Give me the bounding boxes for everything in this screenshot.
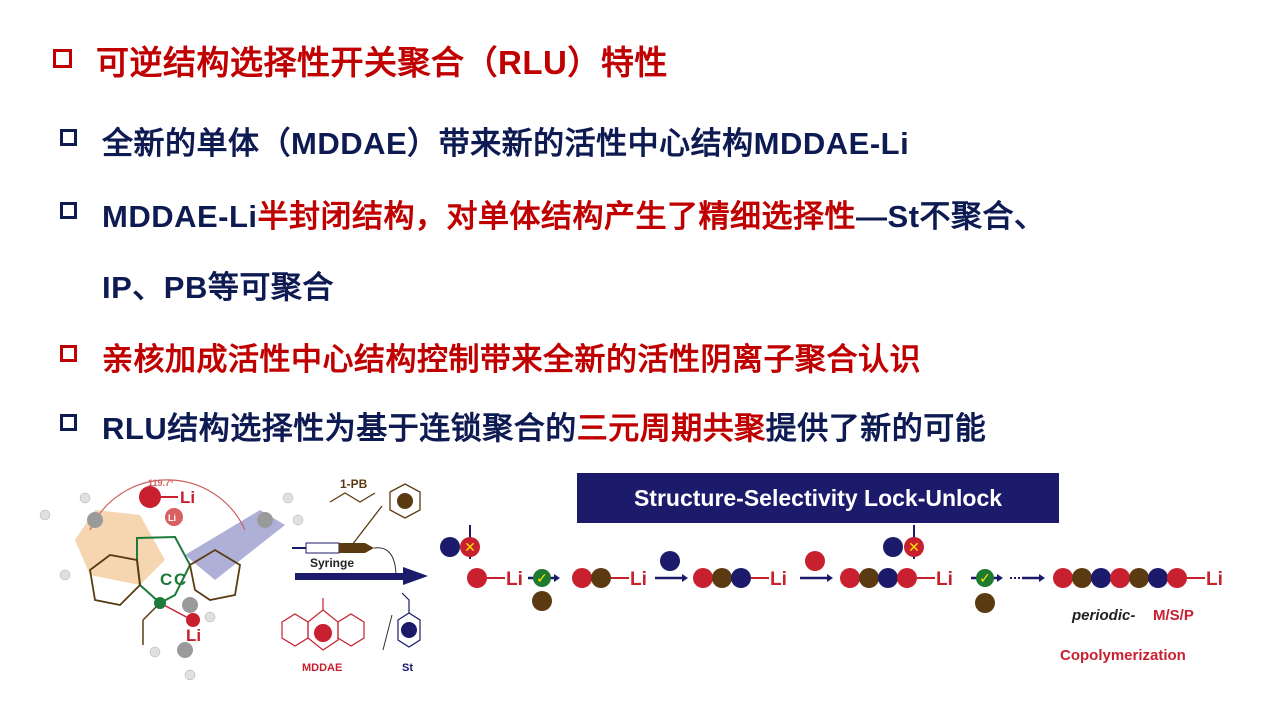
li-label: Li <box>186 626 201 645</box>
bullet-text-highlight: 三元周期共聚 <box>576 411 766 446</box>
li-label: Li <box>770 569 787 590</box>
bullet-text: —St不聚合、 <box>856 199 1046 234</box>
monomer-bead-red <box>897 568 917 588</box>
li-label: Li <box>1206 569 1223 590</box>
banner-text: Structure-Selectivity Lock-Unlock <box>634 485 1002 511</box>
check-mark: ✓ <box>979 570 991 586</box>
bullet-text: 全新的单体（MDDAE）带来新的活性中心结构MDDAE-Li <box>102 126 910 161</box>
blocked-icon <box>460 537 480 557</box>
monomer-bead-navy <box>731 568 751 588</box>
arrow-head-icon <box>1039 574 1045 582</box>
blocked-icon <box>904 537 924 557</box>
li-label: Li <box>630 569 647 590</box>
cross-icon: ✕ <box>908 539 920 555</box>
title-text: 可逆结构选择性开关聚合（RLU）特性 <box>96 44 668 81</box>
bullet-text: MDDAE-Li <box>102 199 258 234</box>
check-icon <box>976 569 994 587</box>
bullet-text: 提供了新的可能 <box>765 411 987 446</box>
li-label: Li <box>168 513 176 523</box>
monomer-bead-red <box>467 568 487 588</box>
monomer-bead-brown <box>532 591 552 611</box>
check-mark: ✓ <box>536 570 548 586</box>
monomer-bead-navy <box>440 537 460 557</box>
square-bullet-icon <box>60 345 77 362</box>
monomer-bead-red <box>805 551 825 571</box>
syringe-label: Syringe <box>310 556 354 570</box>
pb-label: 1-PB <box>340 477 368 491</box>
st-label: St <box>402 662 413 674</box>
product-prefix: periodic- <box>1071 607 1135 624</box>
monomer-bead-red <box>572 568 592 588</box>
polymer-chain-scheme: ✕ Li ✓ Li Li Li ✕ ✓ Li <box>440 525 1223 613</box>
carbon-label: C <box>160 570 172 589</box>
monomer-bead-navy <box>1091 568 1111 588</box>
bullet-text: RLU结构选择性为基于连锁聚合的 <box>102 411 577 446</box>
monomer-bead-brown <box>1129 568 1149 588</box>
arrow-head-icon <box>682 574 688 582</box>
mddae-label: MDDAE <box>302 662 342 674</box>
molecular-structure: 119.7° Li Li C C Li <box>39 478 304 681</box>
li-label: Li <box>506 569 523 590</box>
li-label: Li <box>936 569 953 590</box>
monomer-bead-brown <box>591 568 611 588</box>
monomer-bead-red <box>1167 568 1187 588</box>
monomer-bead-red <box>1053 568 1073 588</box>
monomer-bead-brown <box>859 568 879 588</box>
monomer-bead-navy <box>878 568 898 588</box>
square-bullet-icon <box>60 414 77 431</box>
monomer-bead-brown <box>1072 568 1092 588</box>
monomer-bead-navy <box>883 537 903 557</box>
monomer-bead-brown <box>975 593 995 613</box>
monomer-bead-navy <box>1148 568 1168 588</box>
angle-label: 119.7° <box>148 478 174 488</box>
arrow-head-icon <box>997 574 1003 582</box>
carbon-label: C <box>174 570 186 589</box>
square-bullet-icon <box>53 49 72 68</box>
li-label: Li <box>180 488 195 507</box>
bullet-text: IP、PB等可聚合 <box>102 270 334 305</box>
monomer-bead-navy <box>660 551 680 571</box>
syringe-icon <box>292 542 397 576</box>
bullet-text-highlight: 半封闭结构，对单体结构产生了精细选择性 <box>257 199 857 234</box>
product-suffix: M/S/P <box>1153 607 1194 624</box>
monomer-bead-red <box>840 568 860 588</box>
bullet-text: 亲核加成活性中心结构控制带来全新的活性阴离子聚合认识 <box>102 342 921 377</box>
cross-icon: ✕ <box>464 539 476 555</box>
check-icon <box>533 569 551 587</box>
square-bullet-icon <box>60 129 77 146</box>
arrow-head-icon <box>827 574 833 582</box>
monomer-bead-red <box>693 568 713 588</box>
monomer-bead-brown <box>712 568 732 588</box>
banner <box>577 473 1059 523</box>
copolymerization-label: Copolymerization <box>1060 647 1186 664</box>
square-bullet-icon <box>60 202 77 219</box>
reagents: 1-PB Syringe MDDAE St <box>281 477 428 674</box>
monomer-bead-red <box>1110 568 1130 588</box>
arrow-head-icon <box>554 574 560 582</box>
